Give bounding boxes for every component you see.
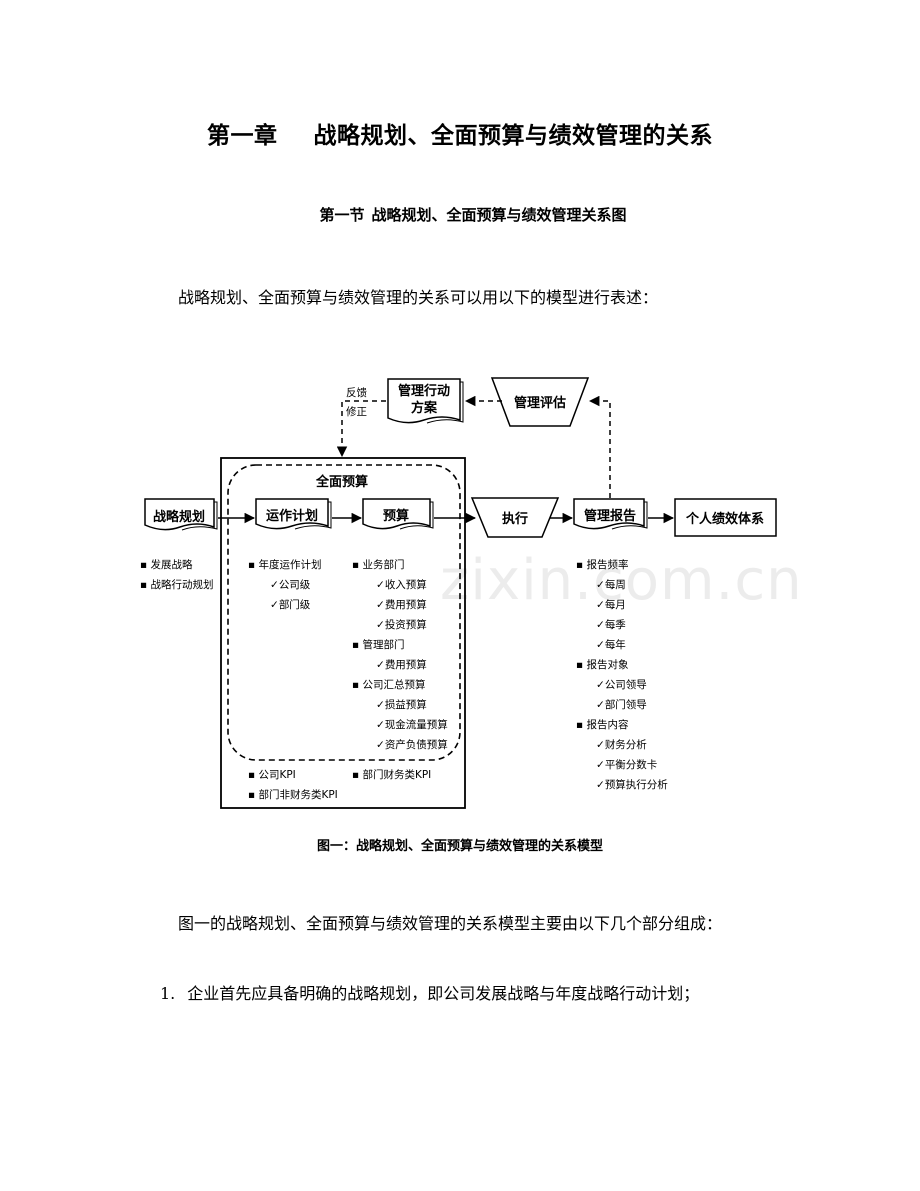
strategy-item-2: ▪ 战略行动规划 [140, 578, 213, 591]
performance-system-label: 个人绩效体系 [685, 511, 764, 527]
watermark: zixin.com.cn [440, 548, 803, 613]
operation-plan-header: ▪ 年度运作计划 [248, 558, 321, 571]
budget-box: 预算 [362, 498, 434, 530]
report-group-2-sub-2: ✓部门领导 [596, 698, 647, 711]
kpi-item-3: ▪ 部门非财务类KPI [248, 788, 338, 801]
report-group-3-sub-2: ✓平衡分数卡 [596, 758, 657, 771]
management-report-box: 管理报告 [573, 498, 648, 530]
report-group-1-sub-4: ✓每年 [596, 638, 626, 651]
strategy-planning-label: 战略规划 [153, 509, 205, 525]
execute-label: 执行 [502, 511, 528, 527]
performance-system-box: 个人绩效体系 [674, 498, 777, 537]
action-plan-label-2: 方案 [411, 400, 438, 416]
budget-group-2: ▪ 管理部门 [352, 638, 404, 651]
budget-group-1-sub-3: ✓投资预算 [376, 618, 427, 631]
body-paragraph: 图一的战略规划、全面预算与绩效管理的关系模型主要由以下几个部分组成： [178, 914, 723, 933]
budget-group-3-sub-3: ✓资产负债预算 [376, 738, 448, 751]
report-group-2-sub-1: ✓公司领导 [596, 678, 647, 691]
budget-group-3-sub-2: ✓现金流量预算 [376, 718, 448, 731]
budget-group-1-sub-1: ✓收入预算 [376, 578, 427, 591]
section-number: 第一节 [319, 206, 365, 224]
kpi-item-1: ▪ 公司KPI [248, 769, 296, 781]
arrow-report-to-evaluation [588, 395, 611, 498]
budget-group-1-sub-2: ✓费用预算 [376, 598, 427, 611]
report-group-1-sub-2: ✓每月 [596, 598, 626, 611]
section-title: 第一节战略规划、全面预算与绩效管理关系图 [0, 204, 920, 225]
operation-plan-sub-1: ✓公司级 [270, 579, 311, 591]
report-group-2: ▪ 报告对象 [576, 658, 628, 671]
list-item-text: 企业首先应具备明确的战略规划，即公司发展战略与年度战略行动计划； [187, 984, 700, 1003]
operation-plan-sub-2: ✓部门级 [270, 598, 311, 611]
budget-label: 预算 [383, 508, 409, 524]
chapter-number: 第一章 [207, 123, 278, 149]
report-group-3-sub-3: ✓预算执行分析 [596, 778, 668, 791]
chapter-title: 第一章 战略规划、全面预算与绩效管理的关系 [0, 116, 920, 150]
relationship-diagram: 战略规划 全面预算 运作计划 预算 执行 管理报告 个人绩效体系 管理评估 [140, 377, 777, 809]
budget-group-2-sub-1: ✓费用预算 [376, 658, 427, 671]
management-evaluation-label: 管理评估 [514, 395, 566, 411]
chapter-title-text: 战略规划、全面预算与绩效管理的关系 [313, 123, 713, 149]
feedback-label-2: 修正 [346, 405, 367, 418]
management-report-label: 管理报告 [584, 508, 636, 524]
budget-outer-frame [220, 457, 466, 809]
management-evaluation-box: 管理评估 [490, 377, 590, 427]
operation-plan-label: 运作计划 [266, 508, 318, 524]
budget-group-3: ▪ 公司汇总预算 [352, 678, 425, 691]
list-item-number: 1. [160, 984, 176, 1003]
report-group-1-sub-1: ✓每周 [596, 578, 626, 591]
execute-box: 执行 [470, 497, 560, 538]
figure-caption: 图一：战略规划、全面预算与绩效管理的关系模型 [316, 839, 603, 854]
action-plan-label-1: 管理行动 [398, 383, 450, 399]
kpi-item-2: ▪ 部门财务类KPI [352, 768, 431, 781]
section-title-text: 战略规划、全面预算与绩效管理关系图 [371, 206, 627, 224]
action-plan-box: 管理行动 方案 [387, 378, 464, 424]
report-group-1: ▪ 报告频率 [576, 558, 628, 571]
operation-plan-box: 运作计划 [255, 498, 332, 530]
intro-paragraph: 战略规划、全面预算与绩效管理的关系可以用以下的模型进行表述： [178, 288, 659, 307]
budget-group-3-sub-1: ✓损益预算 [376, 698, 427, 711]
budget-dashed-frame [227, 464, 461, 761]
strategy-planning-box: 战略规划 [144, 498, 218, 531]
strategy-item-1: ▪ 发展战略 [140, 558, 193, 571]
report-group-1-sub-3: ✓每季 [596, 618, 626, 631]
budget-frame-label: 全面预算 [315, 474, 368, 490]
report-group-3-sub-1: ✓财务分析 [596, 738, 647, 751]
budget-group-1: ▪ 业务部门 [352, 558, 404, 571]
feedback-label-1: 反馈 [346, 386, 367, 399]
list-item: 1. 企业首先应具备明确的战略规划，即公司发展战略与年度战略行动计划； [160, 980, 699, 1004]
report-group-3: ▪ 报告内容 [576, 718, 629, 731]
